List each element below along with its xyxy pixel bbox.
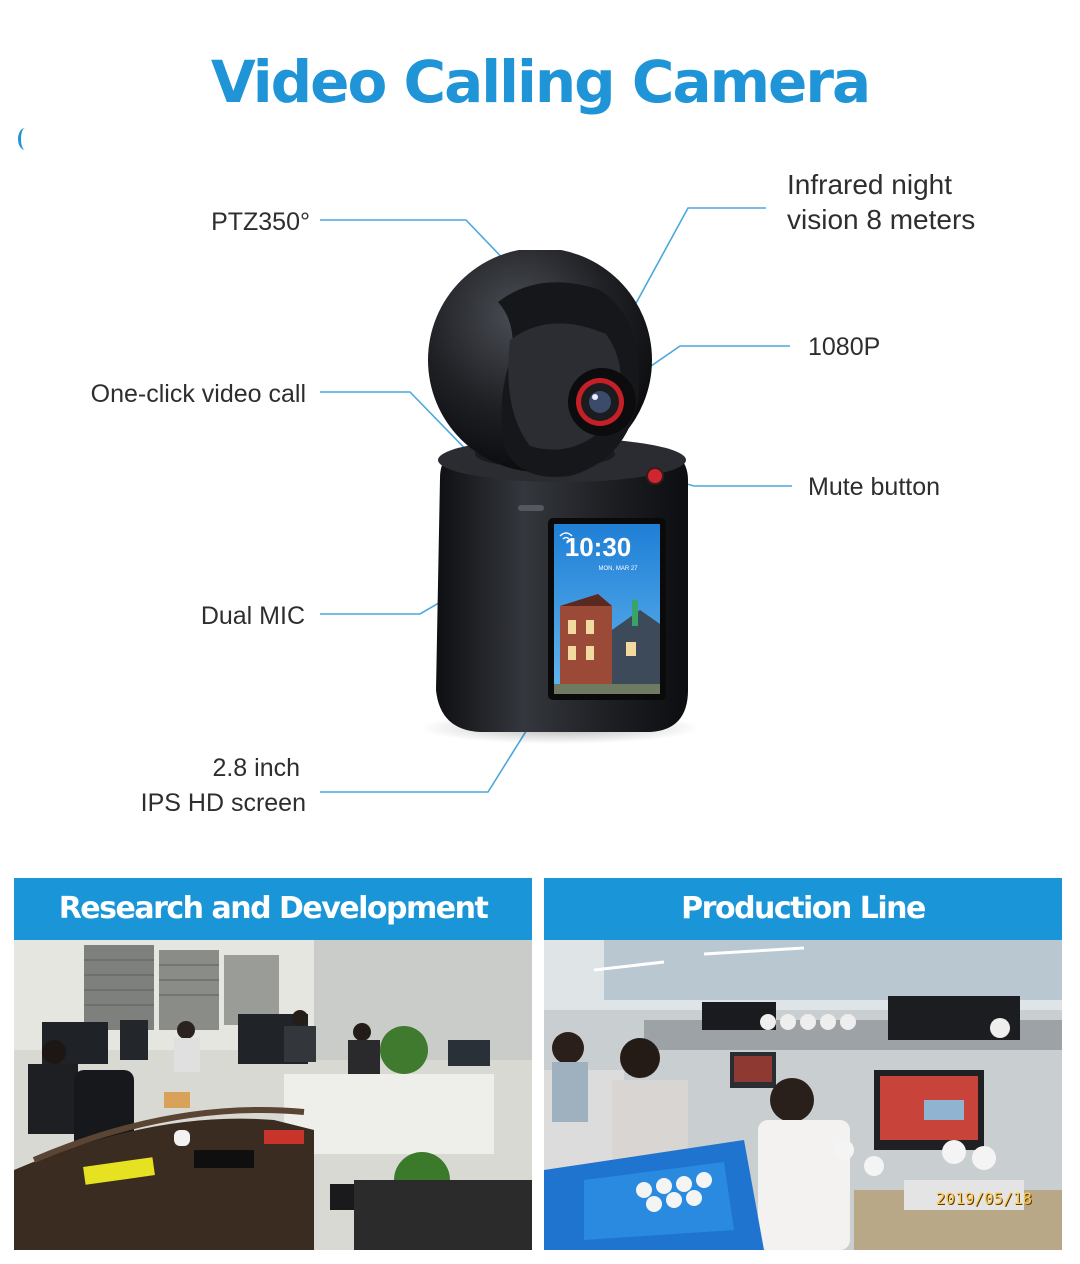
- rnd-office-photo: [14, 940, 532, 1250]
- photo-date-stamp: 2019/05/18: [935, 1189, 1032, 1208]
- rnd-panel: Research and Development: [14, 878, 532, 1250]
- callout-screen-type: IPS HD screen: [140, 789, 306, 817]
- production-panel-title: Production Line: [544, 878, 1062, 940]
- callout-dual-mic: Dual MIC: [200, 602, 305, 630]
- rnd-panel-title: Research and Development: [14, 878, 532, 940]
- production-panel: Production Line: [544, 878, 1062, 1250]
- callout-mute-button: Mute button: [808, 473, 941, 501]
- callout-screen-size: 2.8 inch: [212, 754, 300, 782]
- mute-button-icon: [646, 467, 664, 485]
- decorative-arc: [18, 128, 32, 150]
- camera-lens-icon: [568, 368, 636, 436]
- page-title: Video Calling Camera: [210, 48, 871, 116]
- screen-time: 10:30: [565, 532, 632, 562]
- callout-infrared-line1: Infrared night: [787, 169, 952, 200]
- callout-infrared-line2: vision 8 meters: [787, 204, 976, 235]
- screen-date: MON, MAR 27: [598, 566, 638, 572]
- callout-ptz: PTZ350°: [211, 208, 310, 236]
- callout-one-click-video-call: One-click video call: [90, 380, 306, 408]
- wifi-icon: [559, 532, 573, 540]
- callout-resolution: 1080P: [808, 333, 881, 361]
- production-line-photo: 2019/05/18: [544, 940, 1062, 1250]
- device-screen: 10:30 MON, MAR 27: [548, 518, 666, 700]
- camera-product-image: 10:30 MON, MAR 27: [400, 248, 720, 750]
